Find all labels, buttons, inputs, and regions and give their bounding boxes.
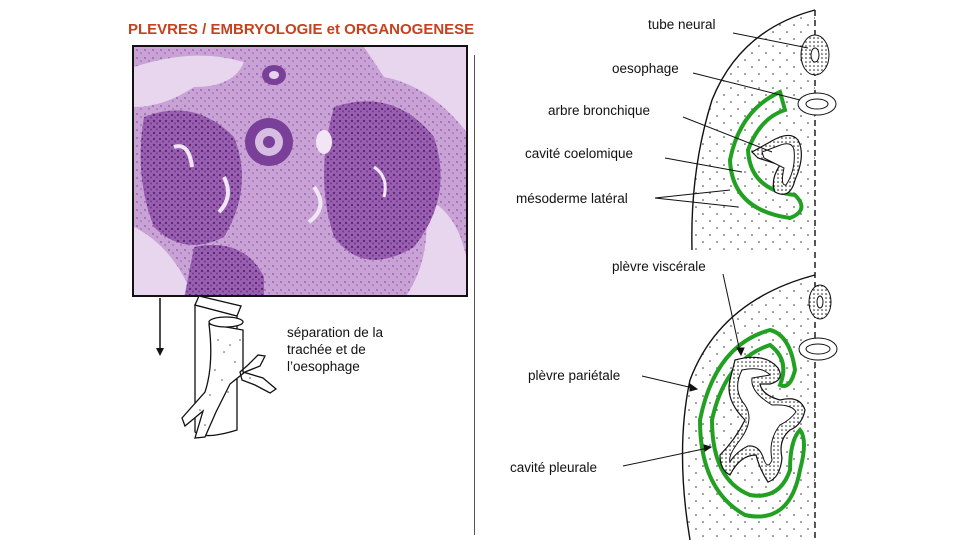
page-title: PLEVRES / EMBRYOLOGIE et ORGANOGENESE (128, 21, 475, 38)
histology-drawing (134, 47, 466, 295)
bottom-embryo-section (681, 252, 838, 540)
label-bronchial-tree: arbre bronchique (548, 103, 651, 118)
separation-label: séparation de la trachée et de l’oesopha… (287, 325, 384, 374)
label-esophagus: oesophage (612, 61, 679, 76)
label-pleural-cavity: cavité pleurale (510, 460, 598, 475)
label-lateral-mesoderm: mésoderme latéral (516, 191, 628, 206)
top-embryo-section (691, 9, 837, 251)
label-coelomic-cavity: cavité coelomique (525, 146, 634, 161)
label-neural-tube: tube neural (648, 17, 716, 32)
label-visceral-pleura: plèvre viscérale (612, 259, 706, 274)
label-parietal-pleura: plèvre pariétale (528, 368, 621, 383)
histology-image (132, 45, 468, 297)
vertical-divider (474, 55, 475, 535)
